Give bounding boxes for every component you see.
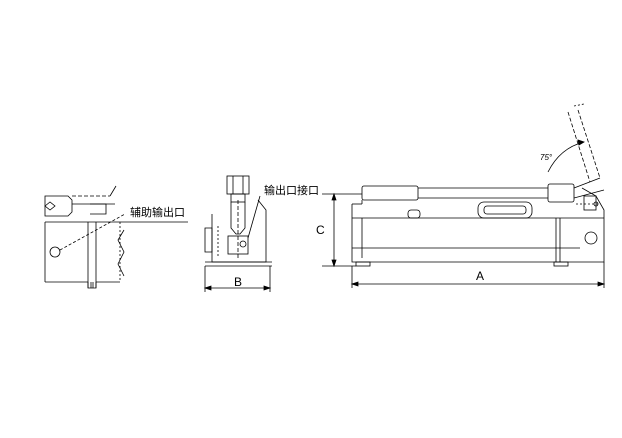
dimension-c [322, 192, 362, 268]
angle-label: 75° [540, 153, 553, 162]
aux-outlet-detail-view [44, 185, 188, 289]
side-view [204, 175, 272, 267]
aux-outlet-label: 辅助输出口 [130, 205, 185, 219]
dimension-a-label: A [476, 269, 484, 283]
dimension-c-label: C [316, 223, 325, 237]
outlet-port-label: 输出口接口 [264, 183, 319, 197]
dimension-b-label: B [234, 275, 242, 289]
front-view [351, 103, 605, 267]
dimension-b [203, 266, 272, 292]
dimension-a [350, 262, 606, 288]
